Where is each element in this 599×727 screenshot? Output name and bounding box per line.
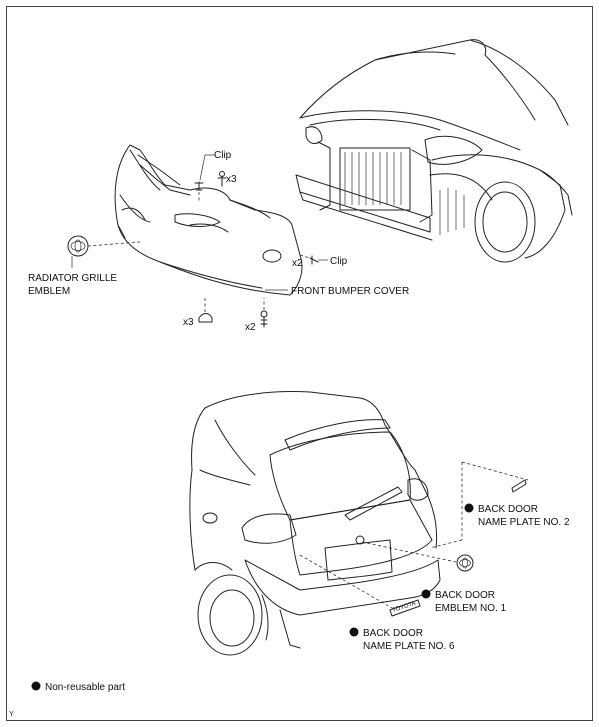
bottom-clips-part — [198, 298, 213, 323]
back-door-name-plate-no2-part — [429, 461, 529, 549]
label-back-plate6-line2: NAME PLATE NO. 6 — [363, 641, 455, 652]
clip-top-part — [194, 154, 227, 202]
label-x3-top: x3 — [226, 174, 237, 185]
label-x3-bottom: x3 — [183, 317, 194, 328]
legend-symbol — [31, 681, 41, 691]
label-back-plate2-line1: BACK DOOR — [478, 504, 538, 515]
label-back-plate6-line1: BACK DOOR — [363, 628, 423, 639]
label-x2-bottom: x2 — [245, 322, 256, 333]
corner-mark: Y — [9, 711, 14, 718]
legend-text: Non-reusable part — [45, 682, 125, 693]
label-back-plate2-line2: NAME PLATE NO. 2 — [478, 517, 570, 528]
back-door-name-plate-no6-part: TOYOTA — [299, 554, 421, 617]
label-x2-clip: x2 — [292, 258, 303, 269]
label-front-bumper: FRONT BUMPER COVER — [291, 286, 409, 297]
nonreusable-marker-plate6 — [349, 627, 359, 637]
radiator-grille-emblem-part — [67, 235, 141, 268]
clip-right-part — [299, 254, 328, 265]
label-back-emblem-line1: BACK DOOR — [435, 590, 495, 601]
back-door-emblem-no1-part — [361, 541, 474, 572]
label-clip-right: Clip — [330, 256, 348, 267]
nonreusable-marker-plate2 — [464, 503, 474, 513]
rear-car-illustration — [189, 391, 441, 656]
label-radiator-line2: EMBLEM — [28, 286, 70, 297]
nonreusable-marker-emblem — [421, 589, 431, 599]
diagram-border — [6, 6, 593, 721]
front-car-illustration — [295, 39, 573, 263]
label-back-emblem-line2: EMBLEM NO. 1 — [435, 603, 507, 614]
label-radiator-line1: RADIATOR GRILLE — [28, 273, 117, 284]
label-clip-top: Clip — [214, 150, 232, 161]
bottom-screws-part — [260, 298, 268, 328]
front-bumper-cover-illustration — [114, 144, 303, 296]
